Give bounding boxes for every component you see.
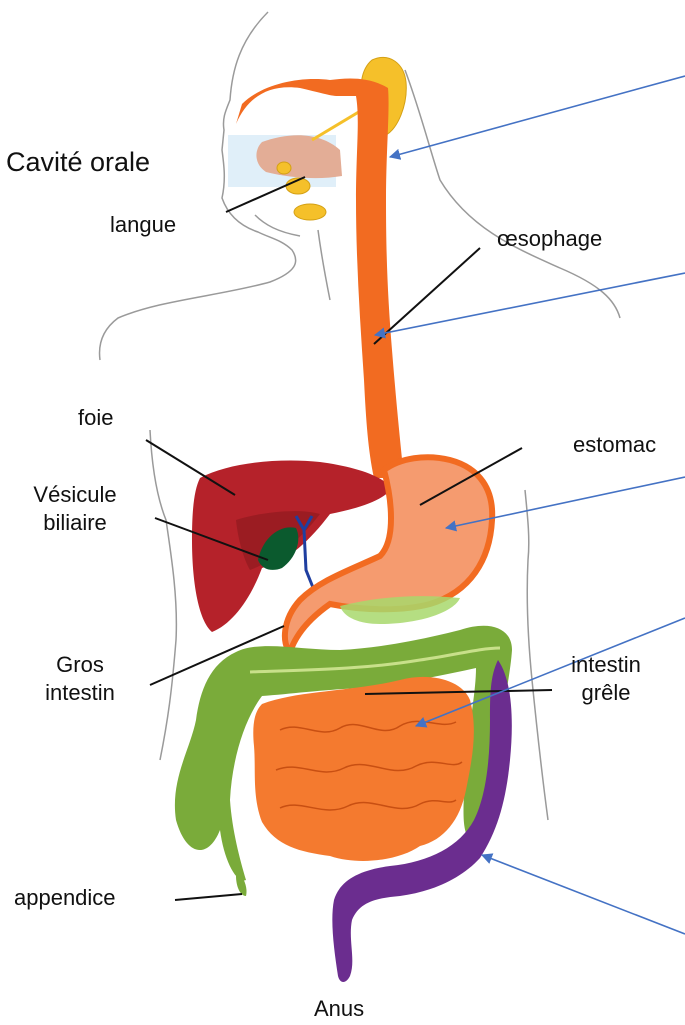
label-stomach: estomac: [573, 431, 656, 459]
label-small-intestine-line2: grêle: [556, 679, 656, 707]
label-appendix: appendice: [14, 884, 116, 912]
label-gallbladder-line1: Vésicule: [15, 481, 135, 509]
small-intestine-shape: [253, 677, 474, 861]
label-anus: Anus: [314, 995, 364, 1023]
label-large-intestine-line2: intestin: [25, 679, 135, 707]
label-liver: foie: [78, 404, 113, 432]
label-gallbladder-line2: biliaire: [15, 509, 135, 537]
label-large-intestine-line1: Gros: [25, 651, 135, 679]
label-esophagus: œsophage: [497, 225, 602, 253]
label-small-intestine: intestin grêle: [556, 651, 656, 706]
label-tongue: langue: [110, 211, 176, 239]
label-oral-cavity: Cavité orale: [6, 146, 150, 180]
label-small-intestine-line1: intestin: [556, 651, 656, 679]
label-gallbladder: Vésicule biliaire: [15, 481, 135, 536]
label-large-intestine: Gros intestin: [25, 651, 135, 706]
